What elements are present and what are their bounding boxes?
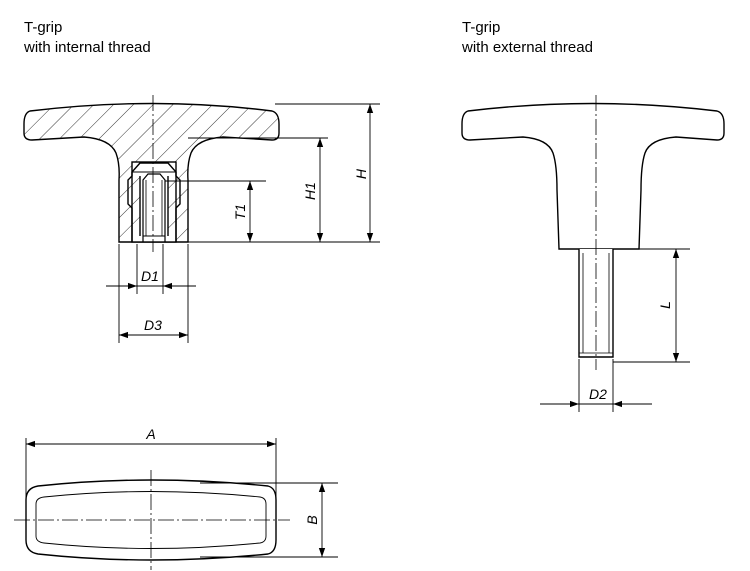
label-L: L: [657, 301, 673, 309]
internal-thread-section: [23, 95, 280, 252]
label-B: B: [304, 515, 320, 524]
label-D2: D2: [589, 386, 607, 402]
label-D3: D3: [144, 317, 162, 333]
internal-dimensions: [106, 103, 380, 343]
label-H: H: [353, 168, 369, 179]
label-A: A: [145, 426, 155, 442]
t-grip-outline: [461, 102, 725, 250]
label-H1: H1: [302, 182, 318, 200]
insert-knurl-right: [168, 176, 176, 236]
insert-knurl-left: [132, 176, 140, 236]
external-title-line2: with external thread: [462, 39, 593, 56]
external-thread-title: T-grip with external thread: [462, 18, 593, 58]
external-dimensions: [540, 248, 690, 412]
insert-outline: [127, 162, 181, 242]
thread-hole: [142, 173, 166, 242]
label-T1: T1: [232, 204, 248, 220]
internal-title-line2: with internal thread: [24, 39, 151, 56]
internal-title-line1: T-grip: [24, 19, 63, 36]
external-title-line1: T-grip: [462, 19, 501, 36]
top-view-dimensions: [25, 438, 338, 558]
top-view: [14, 470, 290, 570]
external-thread-view: [461, 95, 725, 370]
label-D1: D1: [141, 268, 159, 284]
internal-thread-title: T-grip with internal thread: [24, 18, 151, 58]
